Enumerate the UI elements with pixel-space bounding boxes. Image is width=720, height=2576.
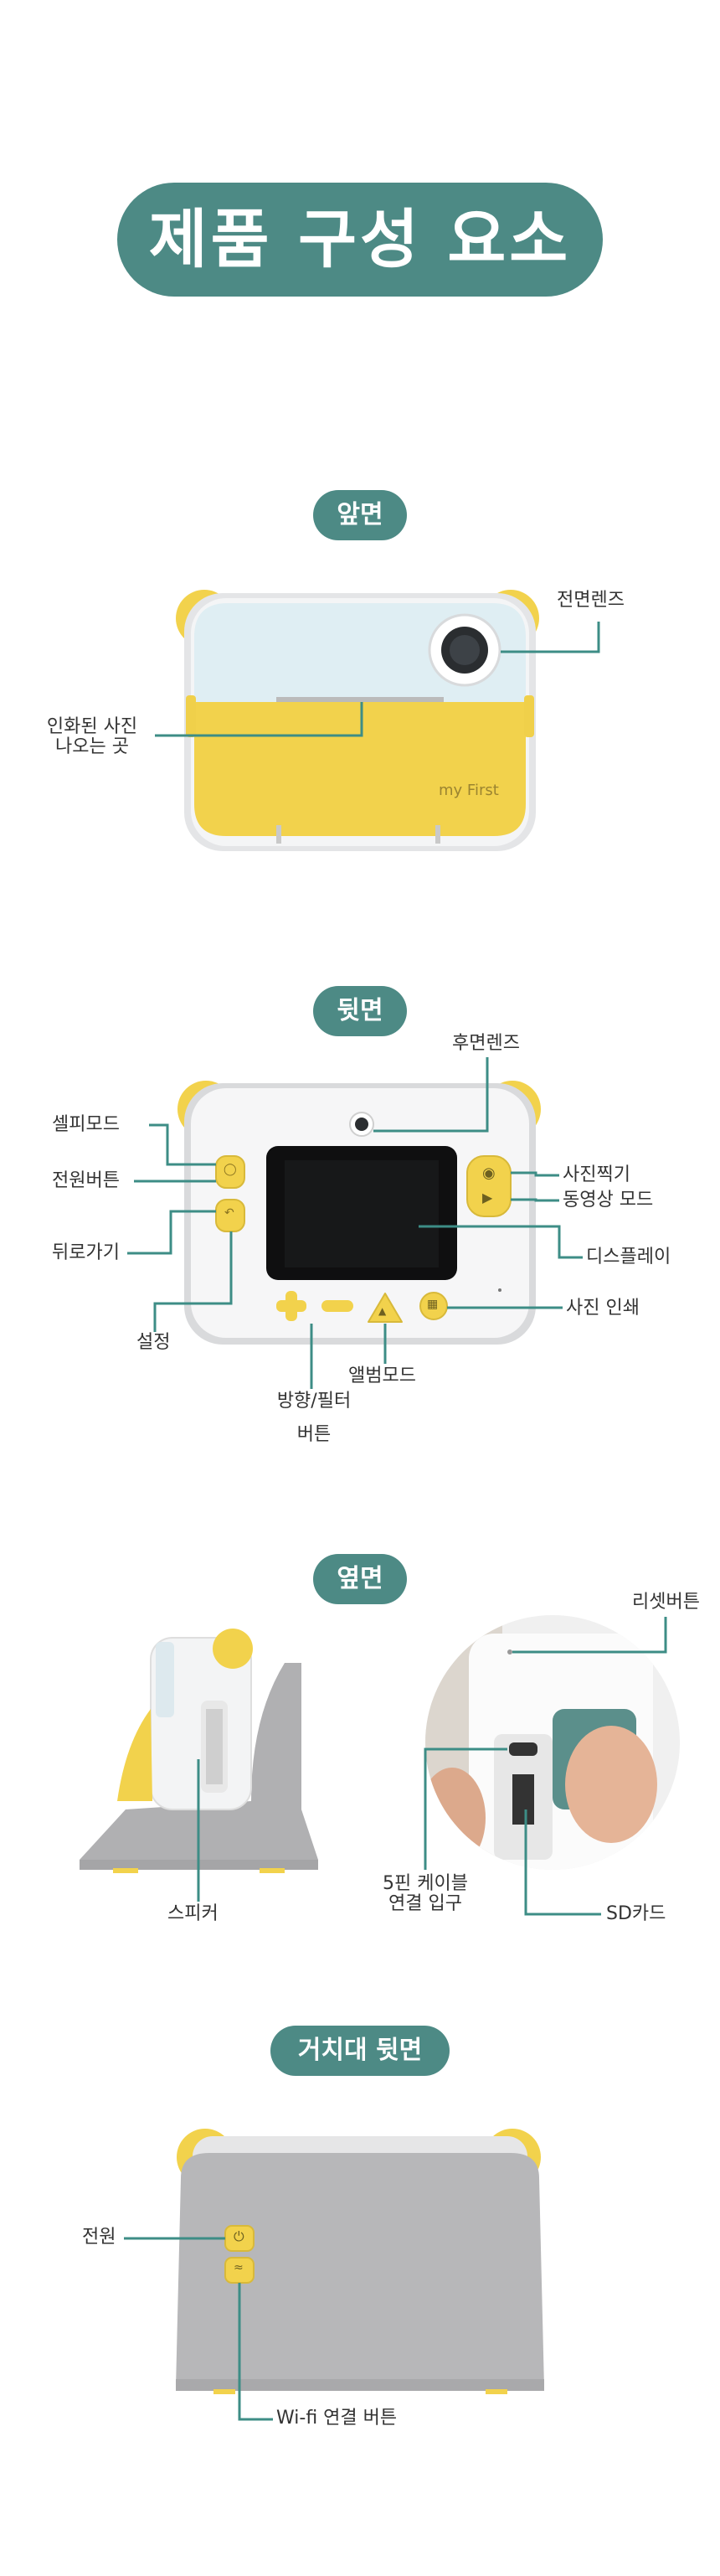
label-display: 디스플레이	[586, 1247, 671, 1267]
brand-logo: my First	[439, 782, 499, 799]
label-photo-out-2: 나오는 곳	[55, 736, 129, 757]
camera-icon[interactable]: ◉	[482, 1164, 496, 1182]
print-icon[interactable]: ▦	[427, 1298, 439, 1311]
wifi-icon[interactable]: ≈	[234, 2261, 244, 2274]
label-rear-lens: 후면렌즈	[452, 1033, 520, 1054]
label-sd-card: SD카드	[606, 1903, 666, 1924]
album-icon[interactable]: ▲	[378, 1305, 387, 1317]
section-heading-side: 옆면	[313, 1554, 407, 1604]
label-album-mode: 앨범모드	[348, 1365, 416, 1386]
selfie-icon[interactable]: ◯	[224, 1163, 237, 1176]
label-settings: 설정	[136, 1332, 171, 1353]
label-back: 뒤로가기	[52, 1242, 120, 1263]
label-power-button: 전원버튼	[52, 1170, 120, 1191]
label-print: 사진 인쇄	[566, 1298, 640, 1319]
label-port-1: 5핀 케이블	[383, 1873, 468, 1894]
label-stand-power: 전원	[82, 2227, 116, 2248]
label-speaker: 스피커	[167, 1903, 219, 1924]
label-photo-out-1: 인화된 사진	[46, 716, 138, 737]
label-direction-2: 버튼	[296, 1424, 332, 1445]
power-icon[interactable]: ⏻	[234, 2228, 244, 2244]
label-direction-1: 방향/필터	[276, 1391, 352, 1412]
label-selfie-mode: 셀피모드	[52, 1114, 120, 1135]
section-heading-back: 뒷면	[313, 986, 407, 1036]
page-title: 제품 구성 요소	[117, 183, 603, 297]
label-take-photo: 사진찍기	[563, 1164, 630, 1185]
label-wifi-button: Wi-fi 연결 버튼	[276, 2408, 398, 2429]
section-heading-front: 앞면	[313, 490, 407, 540]
label-video-mode: 동영상 모드	[563, 1190, 654, 1211]
label-port-2: 연결 입구	[388, 1893, 462, 1914]
label-front-lens: 전면렌즈	[557, 590, 625, 611]
label-reset-button: 리셋버튼	[632, 1592, 700, 1613]
video-icon[interactable]: ▶	[482, 1190, 493, 1205]
section-heading-stand: 거치대 뒷면	[270, 2026, 450, 2076]
back-arrow-icon[interactable]: ↶	[224, 1206, 234, 1220]
